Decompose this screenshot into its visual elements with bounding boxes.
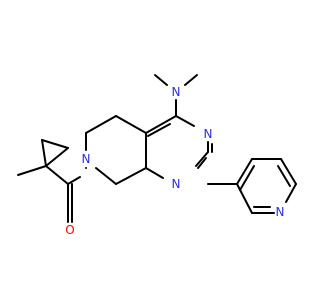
atom-o-carbonyl: O [65,223,74,237]
atom-n-piperidine: N [82,152,91,166]
acyl-group [17,139,87,223]
atom-n-pyrimidine-lower: N [172,177,181,191]
atom-n-pyrimidine-upper: N [204,127,213,141]
pyrimidine-ring [145,115,213,179]
pyridine-ring [207,158,297,214]
atom-n-pyridine: N [276,205,285,219]
atom-n-dimethyl: N [172,85,181,99]
tetrahydropyridine-ring [85,115,147,185]
molecule-structure: N N N N N O [17,74,297,237]
dimethylamino-group [154,74,198,117]
